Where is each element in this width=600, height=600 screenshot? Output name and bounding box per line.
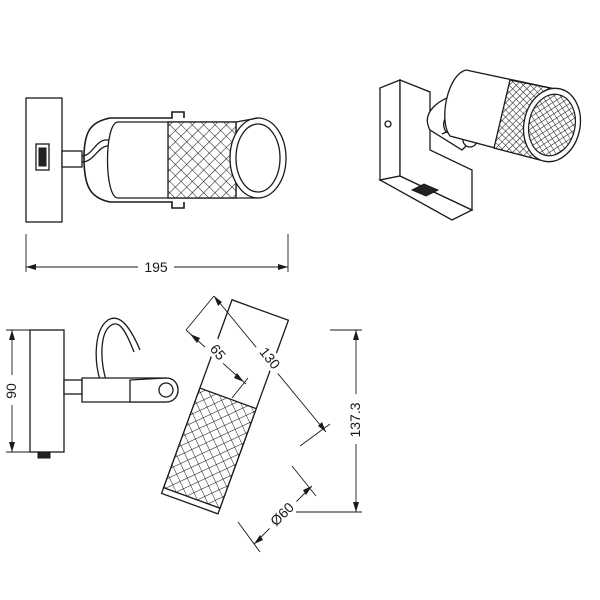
- top-stem: [61, 150, 83, 168]
- top-bracket: [83, 111, 185, 209]
- dim-mesh-offset: 65: [185, 329, 249, 399]
- perspective-view: [378, 69, 582, 221]
- top-switch-rocker: [38, 147, 47, 167]
- side-switch: [37, 451, 51, 459]
- top-cable: [81, 139, 118, 157]
- side-wall-plate: [29, 329, 65, 453]
- top-front-lens: [229, 117, 287, 199]
- perspective-switch: [410, 183, 440, 197]
- total-depth-label: 137.3: [347, 402, 363, 437]
- perspective-screw: [384, 120, 392, 128]
- dim-total-depth: 137.3: [296, 329, 364, 513]
- dim-height: 90: [2, 329, 30, 453]
- top-mesh-section: [167, 121, 237, 199]
- top-view: [25, 97, 287, 223]
- box-front-face: [379, 79, 401, 181]
- dim-diameter: Ø60: [237, 465, 317, 553]
- side-cable: [95, 317, 141, 381]
- side-mesh-section: [162, 387, 258, 510]
- total-length-label: 195: [144, 259, 168, 275]
- side-stem: [63, 379, 83, 395]
- dim-total-length: 195: [25, 234, 289, 275]
- side-view: [29, 298, 290, 515]
- height-label: 90: [3, 383, 19, 399]
